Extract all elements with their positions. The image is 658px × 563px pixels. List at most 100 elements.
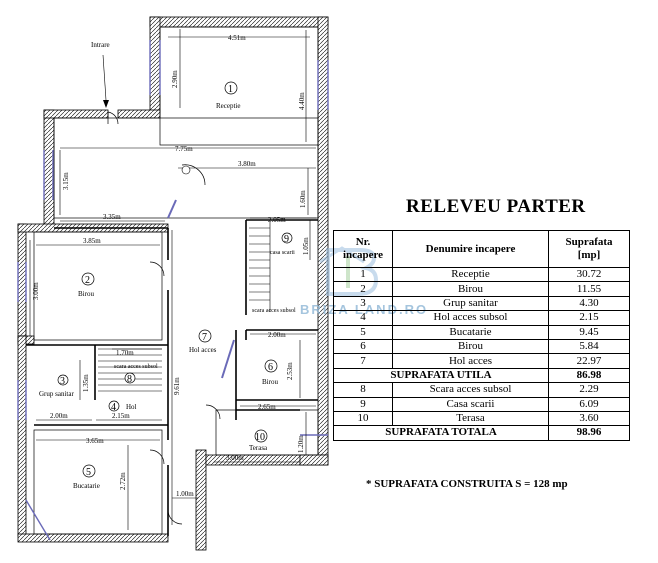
cell-area: 2.29: [548, 382, 630, 398]
table-header: Nr. incapere Denumire incapere Suprafata…: [333, 230, 630, 268]
dim-200a: 2.00m: [268, 331, 286, 339]
dim-290: 2.90m: [171, 70, 179, 88]
cell-name: Birou: [392, 281, 549, 297]
cell-name: Hol acces subsol: [392, 310, 549, 326]
stairs-9: [249, 222, 271, 312]
page-title: RELEVEU PARTER: [406, 196, 586, 217]
stair-access-label: scara acces subsol: [252, 308, 296, 314]
cell-name: Bucatarie: [392, 324, 549, 340]
room-8-name: scara acces subsol: [114, 364, 158, 370]
cell-area: 22.97: [548, 353, 630, 369]
doors: [107, 111, 235, 525]
cell-nr: 7: [333, 353, 393, 369]
room-5: 5 Bucatarie: [73, 464, 100, 490]
cell-nr: 4: [333, 310, 393, 326]
cell-name: Grup sanitar: [392, 295, 549, 312]
dim-200b: 2.00m: [50, 412, 68, 420]
room-2: 2 Birou: [78, 272, 94, 298]
room-9-name: casa scarii: [270, 250, 295, 256]
col-area: Suprafata [mp]: [548, 230, 630, 268]
room-10-name: Terasa: [249, 444, 268, 452]
room-5-name: Bucatarie: [73, 482, 100, 490]
cell-area: 6.09: [548, 396, 630, 412]
cell-nr: 6: [333, 338, 393, 355]
room-3: 3 Grup sanitar: [39, 374, 74, 398]
dim-135: 1.35m: [82, 374, 90, 392]
dim-335: 3.35m: [103, 213, 121, 221]
entrance-arrow: [102, 54, 107, 101]
cell-area: 5.84: [548, 338, 630, 355]
dim-170: 1.70m: [116, 349, 134, 357]
total-area: 98.96: [548, 425, 630, 441]
room-1-num: 1: [228, 84, 233, 95]
room-6: 6 Birou: [262, 359, 278, 386]
column-marker: [181, 165, 191, 175]
cell-area: 11.55: [548, 281, 630, 297]
cell-nr: 1: [333, 266, 393, 283]
dim-205a: 2.05m: [268, 216, 286, 224]
cell-name: Scara acces subsol: [392, 382, 549, 398]
room-4: 4 Hol: [108, 400, 137, 413]
dim-380: 3.80m: [238, 160, 256, 168]
room-6-name: Birou: [262, 378, 278, 386]
dim-451: 4.51m: [228, 34, 246, 42]
cell-nr: 10: [333, 410, 393, 427]
total-label: SUPRAFATA TOTALA: [333, 425, 549, 441]
room-2-num: 2: [85, 275, 90, 286]
room-3-num: 3: [60, 376, 65, 387]
cell-area: 9.45: [548, 324, 630, 340]
dim-385: 3.85m: [83, 237, 101, 245]
cell-area: 30.72: [548, 266, 630, 283]
dim-253: 2.53m: [286, 362, 294, 380]
entrance-label: Intrare: [91, 41, 110, 49]
dim-100: 1.00m: [176, 490, 194, 498]
room-5-num: 5: [86, 467, 91, 478]
room-6-num: 6: [268, 362, 273, 373]
room-4-name: Hol: [126, 403, 137, 411]
dim-365: 3.65m: [86, 437, 104, 445]
cell-area: 4.30: [548, 295, 630, 312]
room-8-num: 8: [127, 374, 132, 385]
windows: [17, 40, 329, 436]
room-2-name: Birou: [78, 290, 94, 298]
exterior-walls: [17, 16, 329, 551]
room-9-num: 9: [284, 234, 289, 245]
cell-nr: 2: [333, 281, 393, 297]
dim-440: 4.40m: [298, 92, 306, 110]
interior-walls: [26, 219, 318, 536]
cell-nr: 5: [333, 324, 393, 340]
dim-775: 7.75m: [175, 145, 193, 153]
subtotal-label: SUPRAFATA UTILA: [333, 367, 549, 384]
subtotal-area: 86.98: [548, 367, 630, 384]
built-area-note: * SUPRAFATA CONSTRUITA S = 128 mp: [366, 478, 568, 490]
dim-300a: 3.00m: [32, 282, 40, 300]
dim-272: 2.72m: [119, 472, 127, 490]
cell-nr: 9: [333, 396, 393, 412]
col-name: Denumire incapere: [392, 230, 549, 268]
dim-105: 1.05m: [302, 237, 310, 255]
room-7-num: 7: [202, 332, 207, 343]
room-3-name: Grup sanitar: [39, 390, 74, 398]
room-7-name: Hol acces: [189, 346, 217, 354]
dim-215: 2.15m: [112, 412, 130, 420]
window-bucatarie: [25, 499, 51, 541]
cell-name: Receptie: [392, 266, 549, 283]
floor-plan: 4.51m 2.90m 4.40m 7.75m 3.80m 3.15m 1.60…: [17, 16, 329, 551]
dim-300b: 3.00m: [226, 454, 244, 462]
col-nr: Nr. incapere: [333, 230, 393, 268]
cell-name: Casa scarii: [392, 396, 549, 412]
dim-120: 1.20m: [297, 435, 305, 453]
room-10-num: 10: [255, 432, 265, 443]
room-8: 8 scara acces subsol: [114, 364, 158, 385]
dim-315: 3.15m: [62, 172, 70, 190]
cell-area: 3.60: [548, 410, 630, 427]
dim-160: 1.60m: [299, 190, 307, 208]
